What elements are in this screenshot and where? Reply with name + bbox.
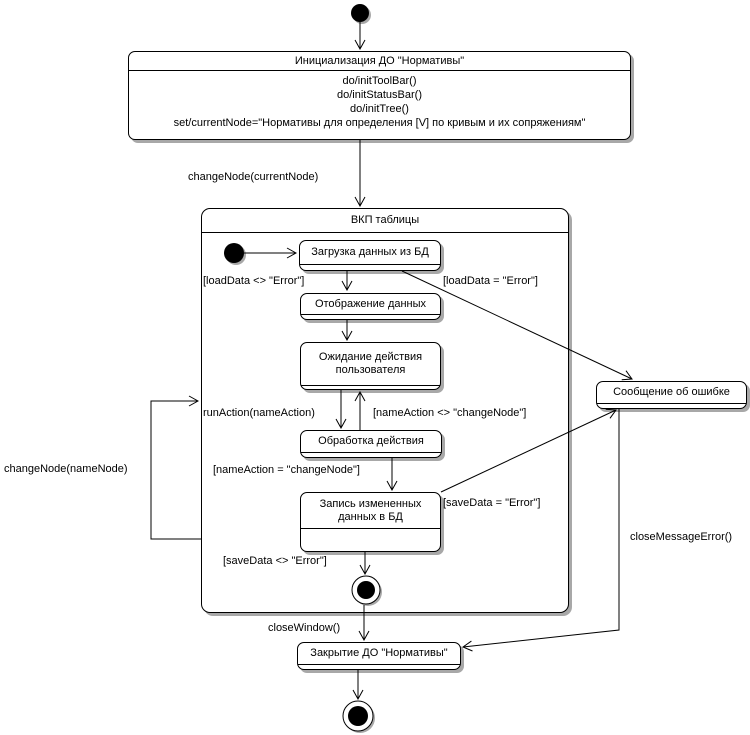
transition-label-load-err: [loadData = "Error"] (443, 275, 538, 287)
state-init-name: Инициализация ДО "Нормативы" (129, 52, 630, 71)
state-save-data-name: Запись измененных данных в БД (301, 493, 440, 529)
action-line: do/initStatusBar() (337, 89, 422, 101)
state-compartment (597, 404, 746, 408)
transition-label-action-change: [nameAction = "changeNode"] (213, 464, 360, 476)
transition-label-action-not-change: [nameAction <> "changeNode"] (373, 407, 527, 419)
transition-label-save-ok: [saveData <> "Error"] (223, 555, 327, 567)
state-process-action-name: Обработка действия (301, 431, 441, 453)
state-save-data: Запись измененных данных в БД (300, 492, 441, 552)
final-state-icon (348, 706, 368, 726)
action-line: set/currentNode="Нормативы для определен… (173, 117, 586, 129)
transition-label-close-message-error: closeMessageError() (630, 531, 733, 543)
initial-state-icon (351, 4, 369, 22)
state-load-data: Загрузка данных из БД (299, 240, 441, 271)
transition-label-save-err: [saveData = "Error"] (443, 497, 541, 509)
state-init-actions: do/initToolBar() do/initStatusBar() do/i… (129, 71, 630, 139)
final-state-shadow (345, 703, 375, 733)
action-line: do/initToolBar() (342, 75, 417, 87)
state-wait-user-action: Ожидание действия пользователя (300, 342, 441, 390)
state-init: Инициализация ДО "Нормативы" do/initTool… (128, 51, 631, 140)
transition-label-load-ok: [loadData <> "Error"] (203, 275, 305, 287)
state-wait-user-action-name: Ожидание действия пользователя (301, 343, 440, 386)
state-compartment (301, 529, 440, 551)
state-close: Закрытие ДО "Нормативы" (297, 642, 461, 670)
state-compartment (298, 665, 460, 669)
state-error-message: Сообщение об ошибке (596, 381, 747, 409)
state-vkp-tables-name: ВКП таблицы (202, 209, 568, 233)
transition-label-change-node-current: changeNode(currentNode) (188, 171, 319, 183)
state-load-data-name: Загрузка данных из БД (300, 241, 440, 265)
transition-label-change-node-name: changeNode(nameNode) (4, 463, 128, 475)
state-display-data: Отображение данных (300, 293, 441, 320)
state-close-name: Закрытие ДО "Нормативы" (298, 643, 460, 665)
action-line: do/initTree() (350, 103, 409, 115)
state-compartment (300, 265, 440, 270)
transition-label-run-action: runAction(nameAction) (203, 407, 315, 419)
state-compartment (301, 315, 440, 319)
initial-state-shadow (353, 6, 371, 24)
final-state-ring (342, 700, 374, 732)
state-compartment (301, 386, 440, 389)
state-process-action: Обработка действия (300, 430, 442, 458)
transition-label-close-window: closeWindow() (268, 622, 341, 634)
state-error-message-name: Сообщение об ошибке (597, 382, 746, 404)
state-display-data-name: Отображение данных (301, 294, 440, 315)
state-compartment (301, 453, 441, 457)
arrow-composite-self-change-node (150, 401, 201, 540)
